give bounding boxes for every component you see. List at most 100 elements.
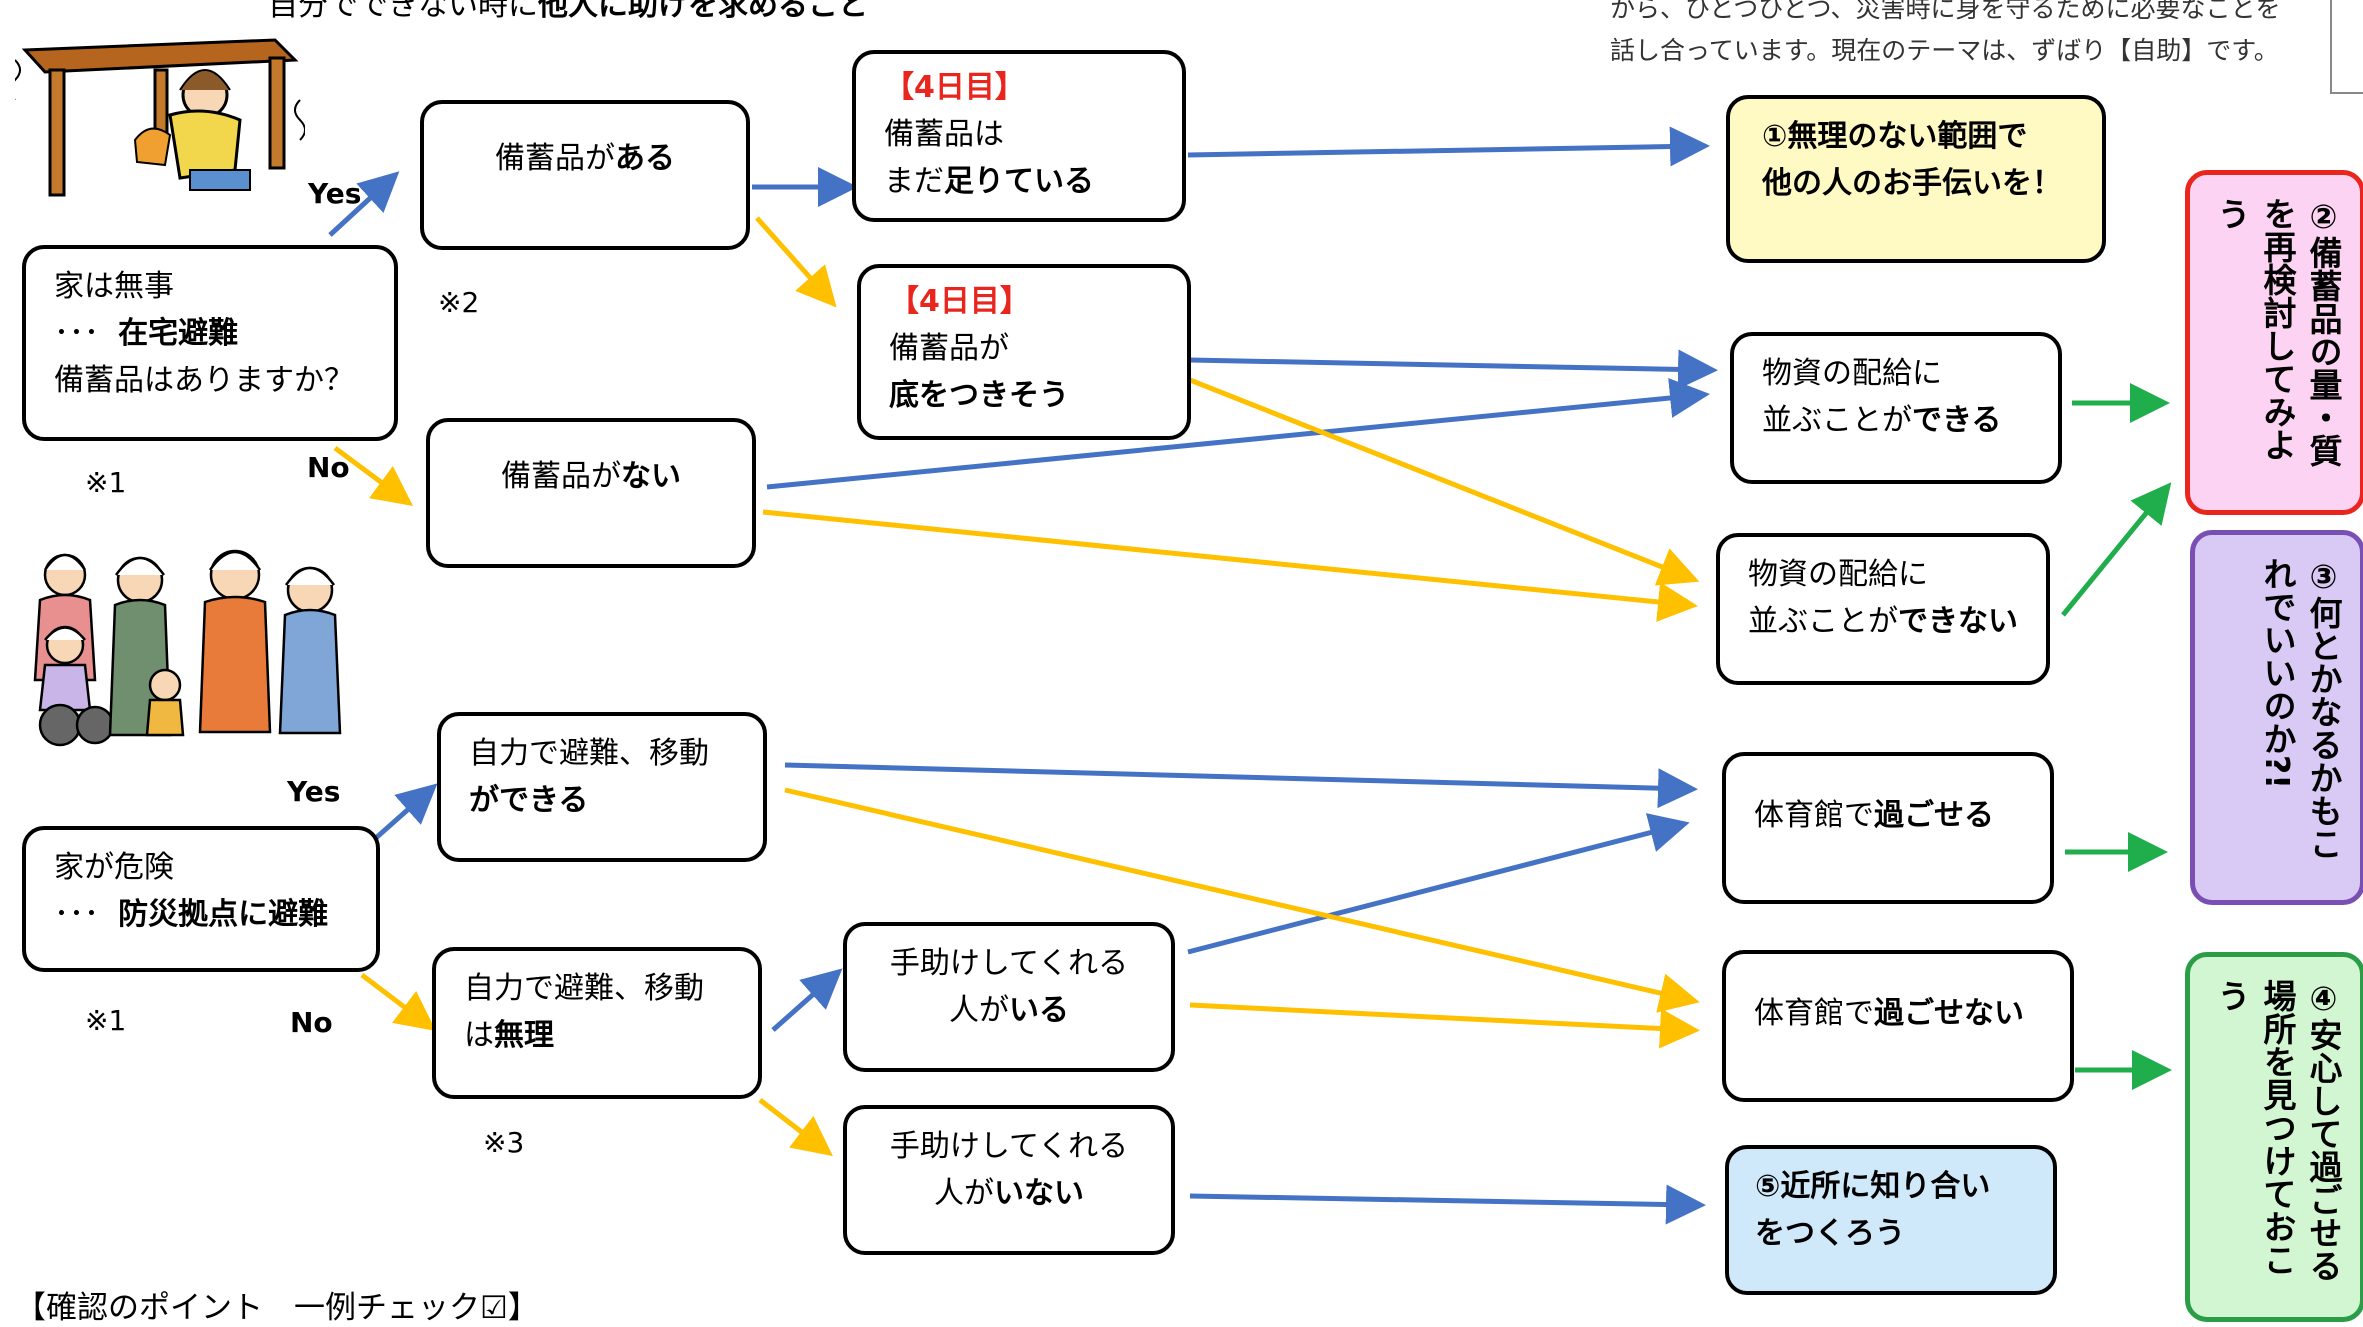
arrow-cannot-helper-yes [771,968,843,1032]
safe-place-text: ④安心して過ごせる場所を見つけておこう [2212,979,2343,1282]
node-self-can: 自力で避難、移動 ができる [437,712,767,862]
stock-none-bold: ない [621,459,681,494]
start-house-danger: 家が危険 ･･･ 防災拠点に避難 [22,826,380,972]
header-prefix: 自分でできない時に [268,0,538,23]
node-self-cannot: 自力で避難、移動 は無理 [432,947,762,1099]
supply-cannot-line1: 物資の配給に [1748,557,1928,592]
footer-title: 【確認のポイント 一例チェック☑】 [15,1290,539,1326]
helper-yes-line1: 手助けしてくれる [889,946,1129,981]
node-helper-yes: 手助けしてくれる 人がいる [843,922,1175,1072]
label-no-safe: No [307,451,350,484]
arrow-low-to-supply-cannot [1189,377,1700,586]
supply-can-prefix: 並ぶことが [1762,403,1912,438]
side-ok-question: ③何とかなるかもこれでいいのか?! [2190,530,2363,905]
note-1-danger: ※1 [85,1004,127,1037]
stock-have-bold: ある [615,141,675,176]
safe-dots: ･･･ [54,316,99,351]
label-no-danger: No [290,1006,333,1039]
arrow-low-to-supply-can [1189,349,1718,390]
arrow-danger-yes [366,783,438,847]
helper-no-prefix: 人が [934,1176,994,1211]
arrow-none-to-supply-can [766,378,1710,490]
day4-ok-bold: 足りている [944,164,1094,199]
arrow-safe-yes [328,171,400,237]
day4-low-bold: 底をつきそう [889,378,1069,413]
header-top-right: から、ひとつひとつ、災害時に身を守るために必要なことを 話し合っています。現在の… [1610,0,2281,72]
outcome-supply-can: 物資の配給に 並ぶことができる [1730,332,2062,484]
self-cannot-prefix: は [464,1018,494,1053]
side-safe-place: ④安心して過ごせる場所を見つけておこう [2185,952,2363,1322]
arrow-safe-no [333,445,414,506]
note-3: ※3 [483,1126,525,1159]
node-stock-none: 備蓄品がない [426,418,756,568]
self-cannot-bold: 無理 [494,1018,554,1053]
neighbors-line1: ⑤近所に知り合い [1755,1169,1991,1204]
danger-dots: ･･･ [54,897,99,932]
arrow-none-to-supply-cannot [762,509,1698,622]
header-top-left: 自分でできない時に他人に助けを求めること [268,0,868,24]
helper-yes-prefix: 人が [949,993,1009,1028]
day4-ok-tag: 【4日目】 [884,70,1025,105]
note-1-safe: ※1 [85,466,127,499]
day4-ok-line1: 備蓄品は [884,117,1004,152]
help-others-line2: 他の人のお手伝いを！ [1762,166,2062,201]
arrow-cannot-helper-no [758,1098,833,1157]
safe-line1: 家は無事 [54,269,174,304]
neighbors-line2: をつくろう [1755,1216,1905,1251]
table-shelter-illustration [15,38,305,197]
arrow-have-to-low [755,216,837,308]
stock-have-prefix: 備蓄品が [495,141,615,176]
note-2: ※2 [438,286,480,319]
stock-none-prefix: 備蓄品が [501,459,621,494]
outcome-supply-cannot: 物資の配給に 並ぶことができない [1716,533,2050,685]
gym-can-prefix: 体育館で [1754,798,1874,833]
safe-shelter-type: 在宅避難 [118,316,239,351]
arrow-ok-to-help [1187,126,1710,167]
outcome-help-others: ①無理のない範囲で 他の人のお手伝いを！ [1726,95,2106,263]
gym-can-bold: 過ごせる [1874,798,1994,833]
helper-yes-bold: いる [1009,993,1069,1028]
self-cannot-line1: 自力で避難、移動 [464,971,704,1006]
side-review-stock: ②備蓄品の量・質を再検討してみよう [2185,170,2363,515]
arrow-can-to-gym [784,762,1698,809]
helper-no-bold: いない [994,1176,1084,1211]
help-others-line1: ①無理のない範囲で [1762,119,2028,154]
safe-line3: 備蓄品はありますか？ [54,363,354,398]
danger-shelter-type: 防災拠点に避難 [118,897,329,932]
header-right-line1: から、ひとつひとつ、災害時に身を守るために必要なことを [1610,0,2281,23]
label-yes-safe: Yes [308,177,362,210]
helper-no-line1: 手助けしてくれる [889,1129,1129,1164]
day4-low-tag: 【4日目】 [889,284,1030,319]
supply-cannot-bold: できない [1898,604,2018,639]
day4-ok-prefix: まだ [884,164,944,199]
outcome-neighbors: ⑤近所に知り合い をつくろう [1725,1145,2057,1295]
arrow-helper-yes-gym [1187,813,1690,955]
evacuee-group-illustration [33,549,342,747]
outcome-gym-cannot: 体育館で過ごせない [1722,950,2074,1102]
node-helper-no: 手助けしてくれる 人がいない [843,1105,1175,1255]
header-right-line2: 話し合っています。現在のテーマは、ずばり【自助】です。 [1610,36,2279,65]
self-can-bold: ができる [469,783,589,818]
page-edge-frame [2330,0,2363,94]
label-yes-danger: Yes [287,775,341,808]
review-text: ②備蓄品の量・質を再検討してみよう [2212,197,2343,467]
self-can-line1: 自力で避難、移動 [469,736,709,771]
day4-low-line1: 備蓄品が [889,331,1009,366]
header-bold: 他人に助けを求めること [538,0,868,23]
danger-line2: ･･･ 防災拠点に避難 [54,891,348,938]
supply-can-line1: 物資の配給に [1762,356,1942,391]
supply-cannot-prefix: 並ぶことが [1748,604,1898,639]
node-day4-low: 【4日目】 備蓄品が 底をつきそう [857,264,1191,440]
arrow-can-to-gym-no [784,787,1700,1013]
arrow-supply-cannot-review [2061,482,2172,617]
danger-line1: 家が危険 [54,850,174,885]
arrow-danger-no [360,973,436,1032]
arrow-helper-yes-gym-no [1189,1002,1700,1049]
outcome-gym-can: 体育館で過ごせる [1722,752,2054,904]
safe-line2: ･･･ 在宅避難 [54,310,366,357]
start-house-safe: 家は無事 ･･･ 在宅避難 備蓄品はありますか？ [22,245,398,441]
supply-can-bold: できる [1912,403,2002,438]
node-stock-have: 備蓄品がある [420,100,750,250]
gym-cannot-bold: 過ごせない [1874,996,2024,1031]
